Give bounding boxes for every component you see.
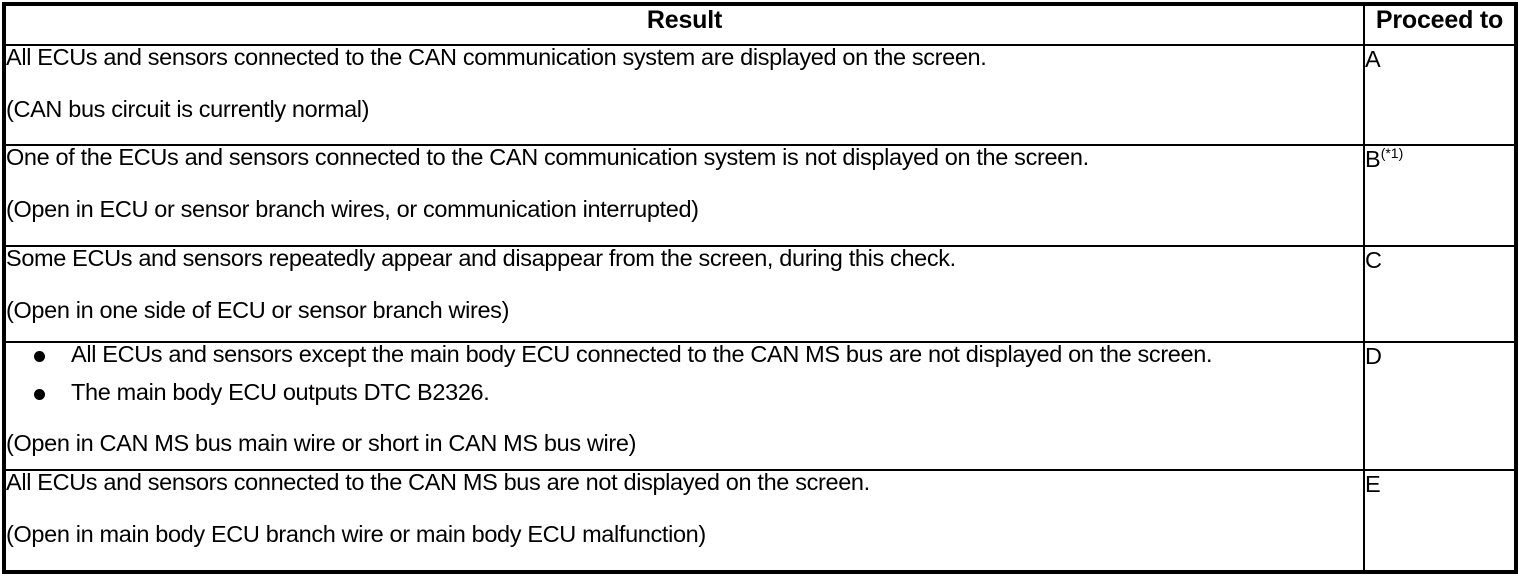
proceed-cell-d: D bbox=[1363, 341, 1517, 471]
result-note-text: (Open in CAN MS bus main wire or short i… bbox=[6, 430, 637, 456]
spacer bbox=[6, 404, 1363, 432]
bullet-text: All ECUs and sensors except the main bod… bbox=[71, 341, 1213, 367]
bullet-icon bbox=[34, 351, 45, 362]
spacer bbox=[6, 495, 1363, 523]
bullet-icon bbox=[34, 388, 45, 400]
result-note-text: (Open in one side of ECU or sensor branc… bbox=[6, 296, 510, 323]
result-cell-a: All ECUs and sensors connected to the CA… bbox=[3, 44, 1365, 146]
list-item: The main body ECU outputs DTC B2326. bbox=[6, 378, 1363, 405]
result-cell-d: All ECUs and sensors except the main bod… bbox=[3, 341, 1365, 471]
proceed-footnote-marker: (*1) bbox=[1380, 145, 1404, 161]
result-note-text: (CAN bus circuit is currently normal) bbox=[6, 95, 370, 122]
proceed-letter: E bbox=[1365, 470, 1381, 497]
table-row: One of the ECUs and sensors connected to… bbox=[3, 144, 1517, 247]
result-primary-text: All ECUs and sensors connected to the CA… bbox=[6, 469, 870, 495]
proceed-cell-c: C bbox=[1363, 245, 1517, 343]
spacer bbox=[6, 271, 1363, 299]
result-cell-c: Some ECUs and sensors repeatedly appear … bbox=[3, 245, 1365, 343]
proceed-letter: D bbox=[1365, 342, 1382, 369]
proceed-letter: A bbox=[1365, 45, 1381, 72]
proceed-cell-b: B(*1) bbox=[1363, 144, 1517, 247]
column-header-proceed-to: Proceed to bbox=[1363, 3, 1517, 46]
result-primary-text: Some ECUs and sensors repeatedly appear … bbox=[6, 245, 956, 271]
result-primary-text: All ECUs and sensors connected to the CA… bbox=[6, 44, 987, 70]
spacer bbox=[6, 70, 1363, 98]
table-row: All ECUs and sensors connected to the CA… bbox=[3, 44, 1517, 146]
table-row: All ECUs and sensors except the main bod… bbox=[3, 341, 1517, 471]
proceed-letter: B bbox=[1365, 145, 1381, 172]
table-row: All ECUs and sensors connected to the CA… bbox=[3, 469, 1517, 573]
result-cell-e: All ECUs and sensors connected to the CA… bbox=[3, 469, 1365, 573]
table-row: Some ECUs and sensors repeatedly appear … bbox=[3, 245, 1517, 343]
table-header: Result Proceed to bbox=[3, 3, 1517, 46]
result-bullet-list: All ECUs and sensors except the main bod… bbox=[6, 341, 1363, 405]
result-primary-text: One of the ECUs and sensors connected to… bbox=[6, 144, 1089, 170]
header-row: Result Proceed to bbox=[3, 3, 1517, 46]
column-header-result: Result bbox=[3, 3, 1365, 46]
result-note-text: (Open in ECU or sensor branch wires, or … bbox=[6, 195, 699, 222]
list-item: All ECUs and sensors except the main bod… bbox=[6, 341, 1363, 367]
proceed-cell-a: A bbox=[1363, 44, 1517, 146]
proceed-cell-e: E bbox=[1363, 469, 1517, 573]
spacer bbox=[6, 170, 1363, 198]
proceed-letter: C bbox=[1365, 246, 1382, 273]
bullet-text: The main body ECU outputs DTC B2326. bbox=[71, 378, 490, 405]
result-cell-b: One of the ECUs and sensors connected to… bbox=[3, 144, 1365, 247]
table-body: All ECUs and sensors connected to the CA… bbox=[3, 44, 1517, 573]
result-note-text: (Open in main body ECU branch wire or ma… bbox=[6, 520, 706, 547]
